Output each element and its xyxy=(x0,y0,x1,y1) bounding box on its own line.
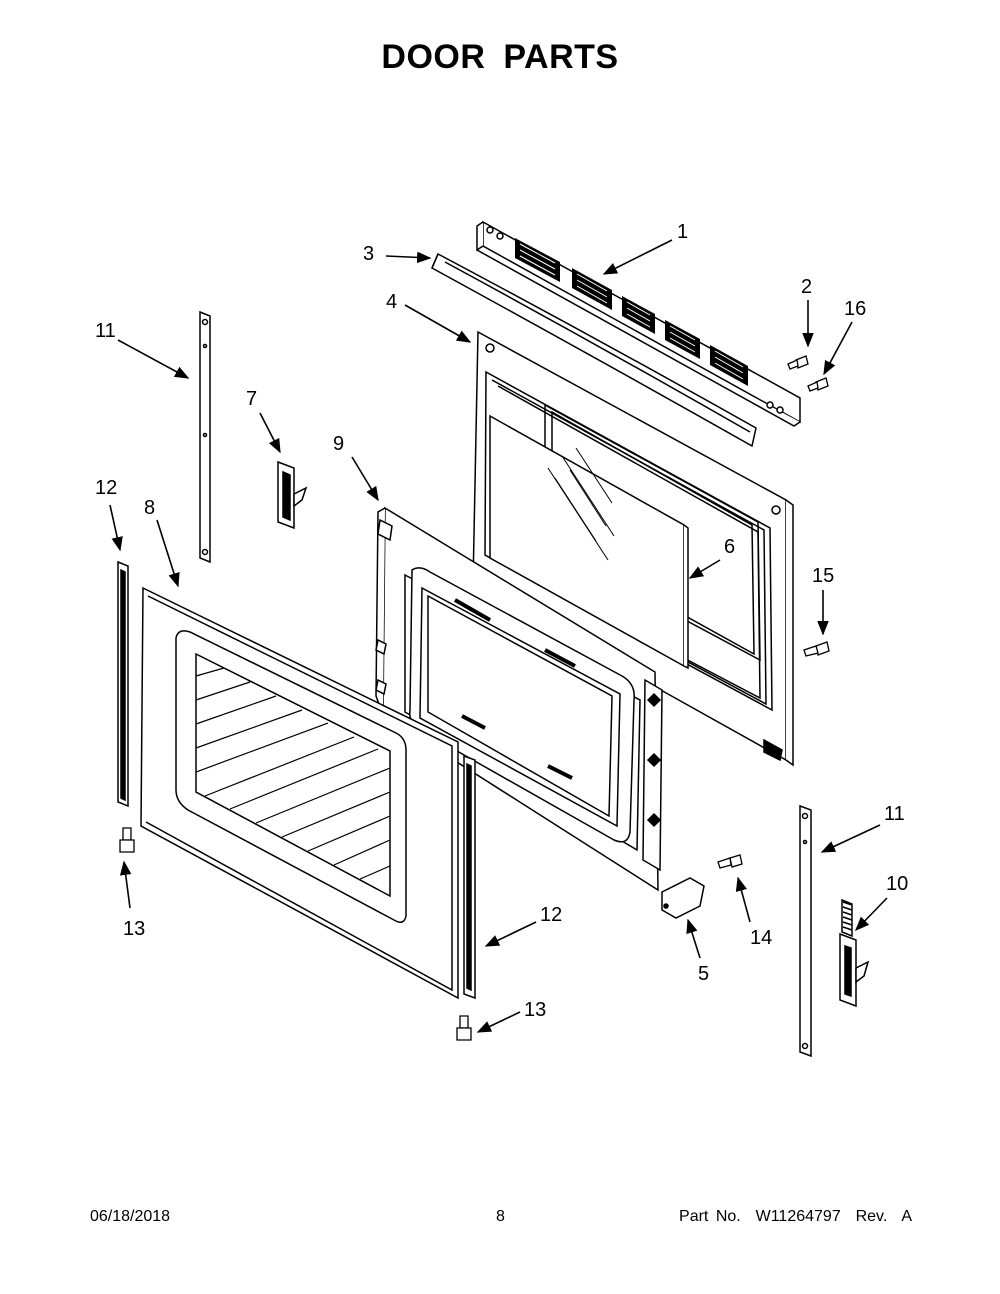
page-title: DOOR PARTS xyxy=(381,38,619,76)
footer-part-number: Part No. W11264797 Rev. A xyxy=(679,1208,912,1225)
part-9-door-liner xyxy=(375,506,663,892)
callout-7: 7 xyxy=(246,388,257,410)
callout-12-left: 12 xyxy=(95,477,117,499)
callout-15: 15 xyxy=(812,565,834,587)
footer-date: 06/18/2018 xyxy=(90,1208,171,1225)
part-1-vent-trim xyxy=(476,220,801,427)
callout-14: 14 xyxy=(750,927,772,949)
screw-part-14 xyxy=(717,854,743,869)
callout-4: 4 xyxy=(386,291,397,313)
part-10-door-hinge xyxy=(839,898,870,1008)
part-7-hinge-bracket xyxy=(277,460,308,530)
callout-5: 5 xyxy=(698,963,709,985)
callout-2: 2 xyxy=(801,276,812,298)
callout-1: 1 xyxy=(677,221,688,243)
callout-9: 9 xyxy=(333,433,344,455)
part-3-door-handle xyxy=(431,252,757,448)
screw-part-13-left xyxy=(119,827,135,853)
callout-13-left: 13 xyxy=(123,918,145,940)
footer-page-number: 8 xyxy=(496,1208,505,1225)
screw-part-13-right xyxy=(456,1015,472,1041)
screw-part-2 xyxy=(787,355,809,370)
screw-part-16 xyxy=(807,377,829,392)
part-6-inner-glass xyxy=(489,414,689,670)
part-12-side-trim-right xyxy=(463,754,476,1000)
callout-12-right: 12 xyxy=(540,904,562,926)
part-11-hinge-receiver-right xyxy=(799,804,812,1058)
callout-11-bottom: 11 xyxy=(884,803,905,825)
callout-13-right: 13 xyxy=(524,999,546,1021)
callout-6: 6 xyxy=(724,536,735,558)
callout-3: 3 xyxy=(363,243,374,265)
part-12-side-trim-left xyxy=(117,560,129,808)
leader-lines xyxy=(109,239,888,1033)
callout-16: 16 xyxy=(844,298,866,320)
callout-10: 10 xyxy=(886,873,908,895)
part-5-door-bracket xyxy=(661,877,705,919)
part-8-outer-door xyxy=(140,586,459,1000)
callout-8: 8 xyxy=(144,497,155,519)
screw-part-15 xyxy=(803,641,830,657)
callout-11-top: 11 xyxy=(95,320,116,342)
part-11-hinge-receiver-left xyxy=(199,310,211,564)
